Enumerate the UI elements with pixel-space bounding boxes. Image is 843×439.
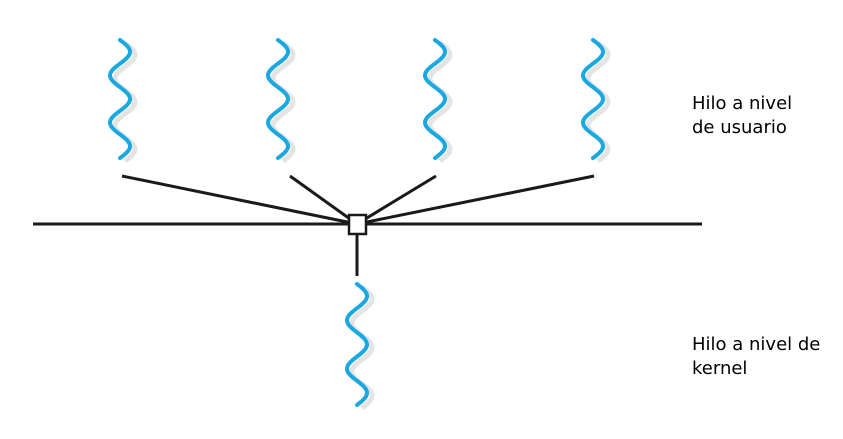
user-thread-label: Hilo a nivel de usuario bbox=[692, 92, 792, 140]
user-thread-label-line-2: de usuario bbox=[692, 117, 787, 138]
user-thread-wave-icon-1 bbox=[107, 38, 133, 160]
user-thread-wave-icon-4 bbox=[580, 38, 606, 160]
kernel-thread-label: Hilo a nivel de kernel bbox=[692, 333, 820, 381]
user-thread-label-line-1: Hilo a nivel bbox=[692, 93, 793, 114]
kernel-thread-label-line-2: kernel bbox=[692, 358, 748, 379]
user-thread-connector-line-1 bbox=[121, 174, 358, 226]
user-thread-connector-line-3 bbox=[356, 174, 437, 226]
user-thread-wave-icon-2 bbox=[265, 38, 291, 160]
connector-lines bbox=[121, 174, 595, 226]
user-thread-connector-line-2 bbox=[289, 174, 358, 226]
square-node-icon bbox=[347, 213, 368, 236]
user-thread-connector-line-4 bbox=[356, 174, 595, 226]
kernel-thread-label-line-1: Hilo a nivel de bbox=[692, 334, 821, 355]
user-thread-wave-icon-3 bbox=[422, 38, 448, 160]
kernel-thread-wave-icon bbox=[344, 282, 370, 407]
thread-waves bbox=[107, 38, 606, 407]
